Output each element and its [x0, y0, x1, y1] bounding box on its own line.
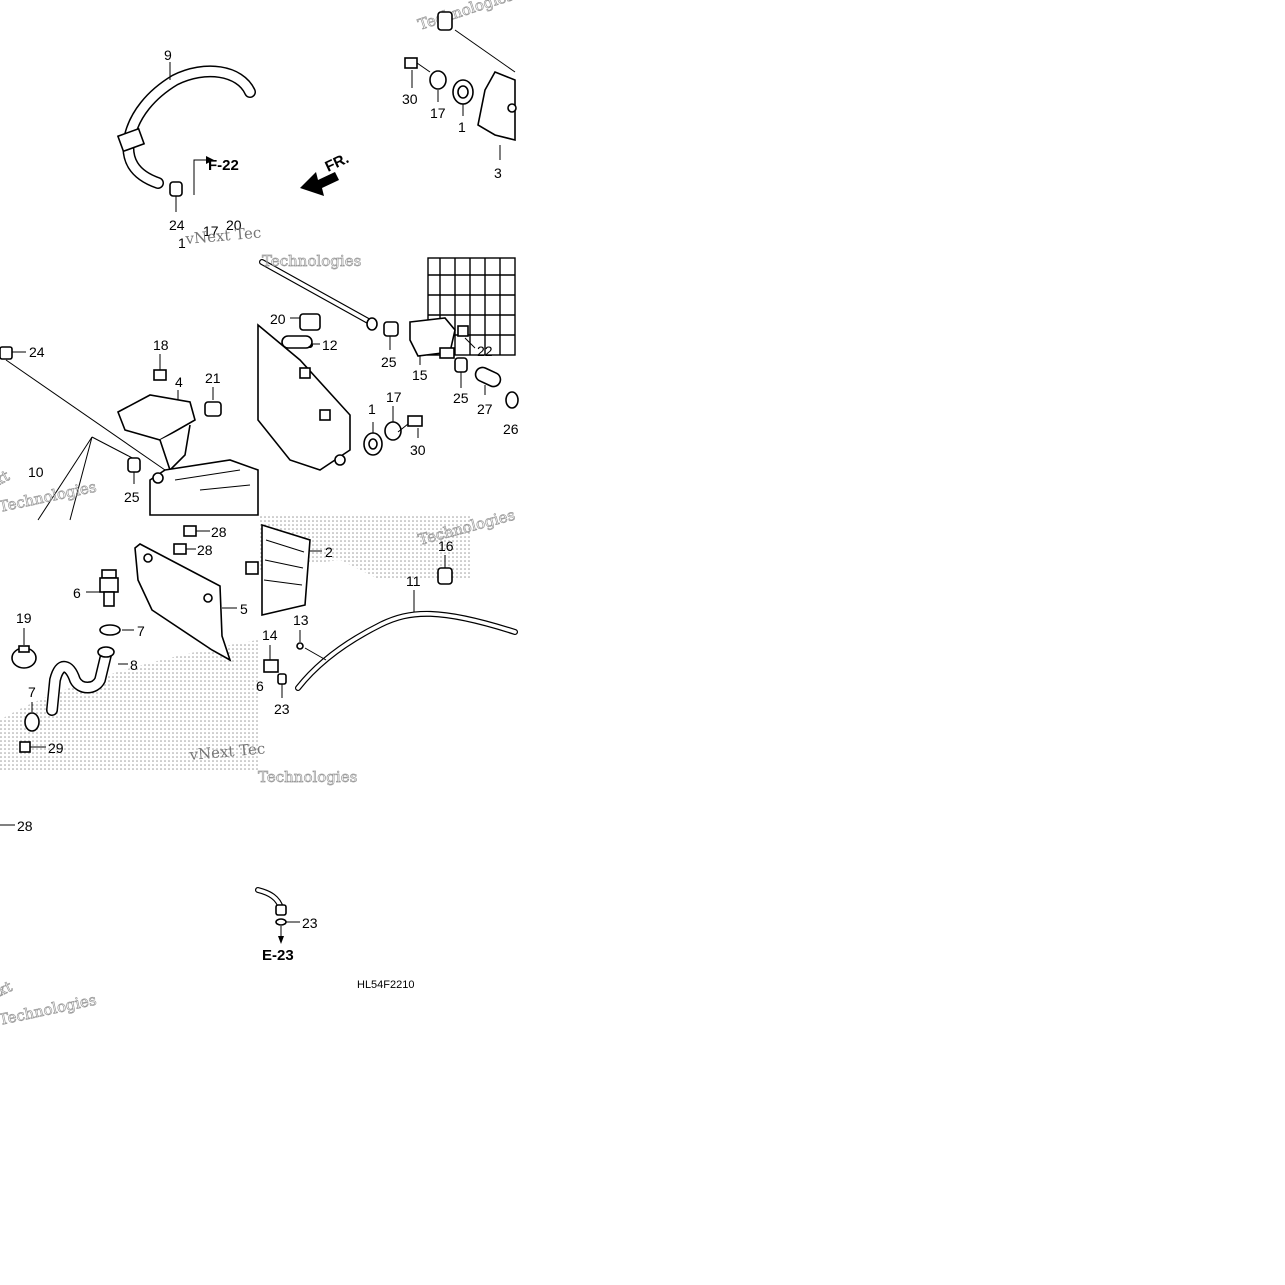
- breather-hose-9: [116, 65, 256, 189]
- svg-text:25: 25: [453, 390, 469, 406]
- svg-text:13: 13: [293, 612, 309, 628]
- svg-text:6: 6: [256, 678, 264, 694]
- svg-text:16: 16: [438, 538, 454, 554]
- svg-text:Technologies: Technologies: [258, 768, 357, 786]
- svg-text:23: 23: [302, 915, 318, 931]
- svg-text:14: 14: [262, 627, 278, 643]
- svg-text:24: 24: [29, 344, 45, 360]
- svg-text:12: 12: [322, 337, 338, 353]
- svg-text:28: 28: [197, 542, 213, 558]
- svg-text:5: 5: [240, 601, 248, 617]
- svg-text:25: 25: [124, 489, 140, 505]
- svg-text:6: 6: [73, 585, 81, 601]
- svg-text:20: 20: [226, 217, 242, 233]
- svg-text:1: 1: [458, 119, 466, 135]
- svg-text:22: 22: [477, 343, 493, 359]
- svg-text:FR.: FR.: [323, 150, 352, 176]
- svg-text:25: 25: [381, 354, 397, 370]
- tile-middle-right: 20 12 25 15 22 25 27 26 1 17: [257, 252, 519, 471]
- tile-middle-left: 24 18 4 21 25 10 ext Technologies: [0, 337, 259, 521]
- purge-valve-15: [409, 317, 456, 359]
- svg-text:18: 18: [153, 337, 169, 353]
- svg-text:11: 11: [406, 573, 421, 589]
- tile-top-left: 9 24 F-22 FR. 1 17 20 vNext Tec: [116, 47, 352, 251]
- tile-top-right: Technologies 30 17 1 3: [402, 0, 517, 181]
- svg-text:2: 2: [325, 544, 333, 560]
- svg-text:29: 29: [48, 740, 64, 756]
- svg-text:3: 3: [494, 165, 502, 181]
- svg-text:23: 23: [274, 701, 290, 717]
- svg-text:26: 26: [503, 421, 519, 437]
- svg-text:15: 15: [412, 367, 428, 383]
- svg-text:27: 27: [477, 401, 493, 417]
- svg-text:Technologies: Technologies: [0, 991, 98, 1029]
- heat-shield-5: [134, 543, 232, 662]
- svg-text:4: 4: [175, 374, 183, 390]
- svg-text:7: 7: [137, 623, 145, 639]
- svg-text:Technologies: Technologies: [0, 478, 98, 516]
- svg-text:30: 30: [402, 91, 418, 107]
- watermark-text: vNext Tec: [184, 223, 262, 248]
- vent-tube-11: [295, 610, 518, 691]
- svg-text:Technologies: Technologies: [416, 0, 516, 34]
- svg-text:Technologies: Technologies: [262, 252, 361, 270]
- svg-text:7: 7: [28, 684, 36, 700]
- canister-2: [245, 523, 311, 617]
- svg-text:8: 8: [130, 657, 138, 673]
- tile-bottom-left: 28 28 5 6 7 8 19 7: [0, 524, 258, 1029]
- clamp-24: [169, 181, 183, 197]
- svg-text:19: 19: [16, 610, 32, 626]
- svg-text:21: 21: [205, 370, 221, 386]
- front-arrow: FR.: [300, 150, 352, 196]
- svg-text:17: 17: [386, 389, 402, 405]
- svg-text:17: 17: [430, 105, 446, 121]
- svg-text:ext: ext: [0, 977, 15, 1003]
- svg-text:17: 17: [203, 223, 219, 239]
- label-9: 9: [164, 47, 172, 63]
- svg-text:1: 1: [178, 235, 186, 251]
- svg-text:28: 28: [17, 818, 33, 834]
- ref-f22: F-22: [208, 157, 239, 174]
- svg-text:10: 10: [28, 464, 44, 480]
- drawing-code: HL54F2210: [357, 979, 415, 991]
- label-24: 24: [169, 217, 185, 233]
- elbow-hose-8: [46, 646, 115, 716]
- svg-text:28: 28: [211, 524, 227, 540]
- svg-text:20: 20: [270, 311, 286, 327]
- sensor-6-left: [99, 569, 119, 607]
- tile-bottom-right: 2 Technologies 16 11 13 14 6 23 vNext Te…: [188, 505, 518, 991]
- ref-e23: E-23: [262, 947, 294, 964]
- svg-text:1: 1: [368, 401, 376, 417]
- bolt-30-top: [404, 57, 431, 73]
- canister-grid: [427, 257, 516, 356]
- svg-text:30: 30: [410, 442, 426, 458]
- svg-text:ext: ext: [0, 467, 13, 494]
